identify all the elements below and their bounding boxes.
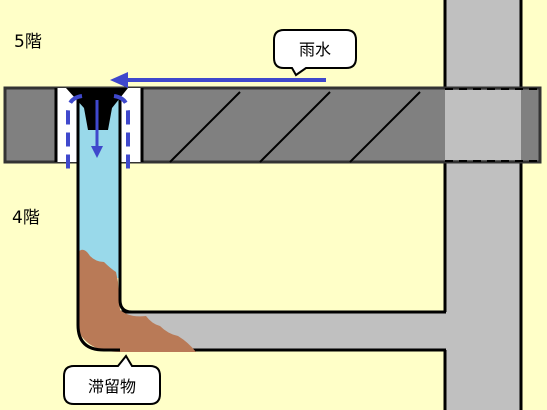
flow-path-right	[113, 94, 130, 172]
slab-hatching	[169, 91, 421, 163]
residue-callout-bubble	[63, 354, 161, 405]
residue-callout-label: 滞留物	[87, 377, 136, 396]
drain-pipe-inner-outline	[118, 98, 133, 314]
flow-path-left	[66, 94, 83, 172]
rain-callout-bubble	[273, 29, 357, 77]
down-arrow-icon	[91, 100, 103, 158]
residue-deposit	[78, 249, 196, 352]
slab-overlap-region	[445, 90, 521, 160]
left-arrow-icon	[110, 72, 326, 88]
drain-pipe-outline	[76, 98, 120, 352]
rain-callout-label: 雨水	[298, 40, 331, 59]
floor-label-4f: 4階	[12, 208, 40, 228]
horizontal-drain-pipe	[120, 312, 447, 350]
floor-label-5f: 5階	[14, 32, 42, 52]
vertical-drain-pipe	[443, 0, 523, 410]
slab-dashed-edges	[445, 88, 540, 162]
